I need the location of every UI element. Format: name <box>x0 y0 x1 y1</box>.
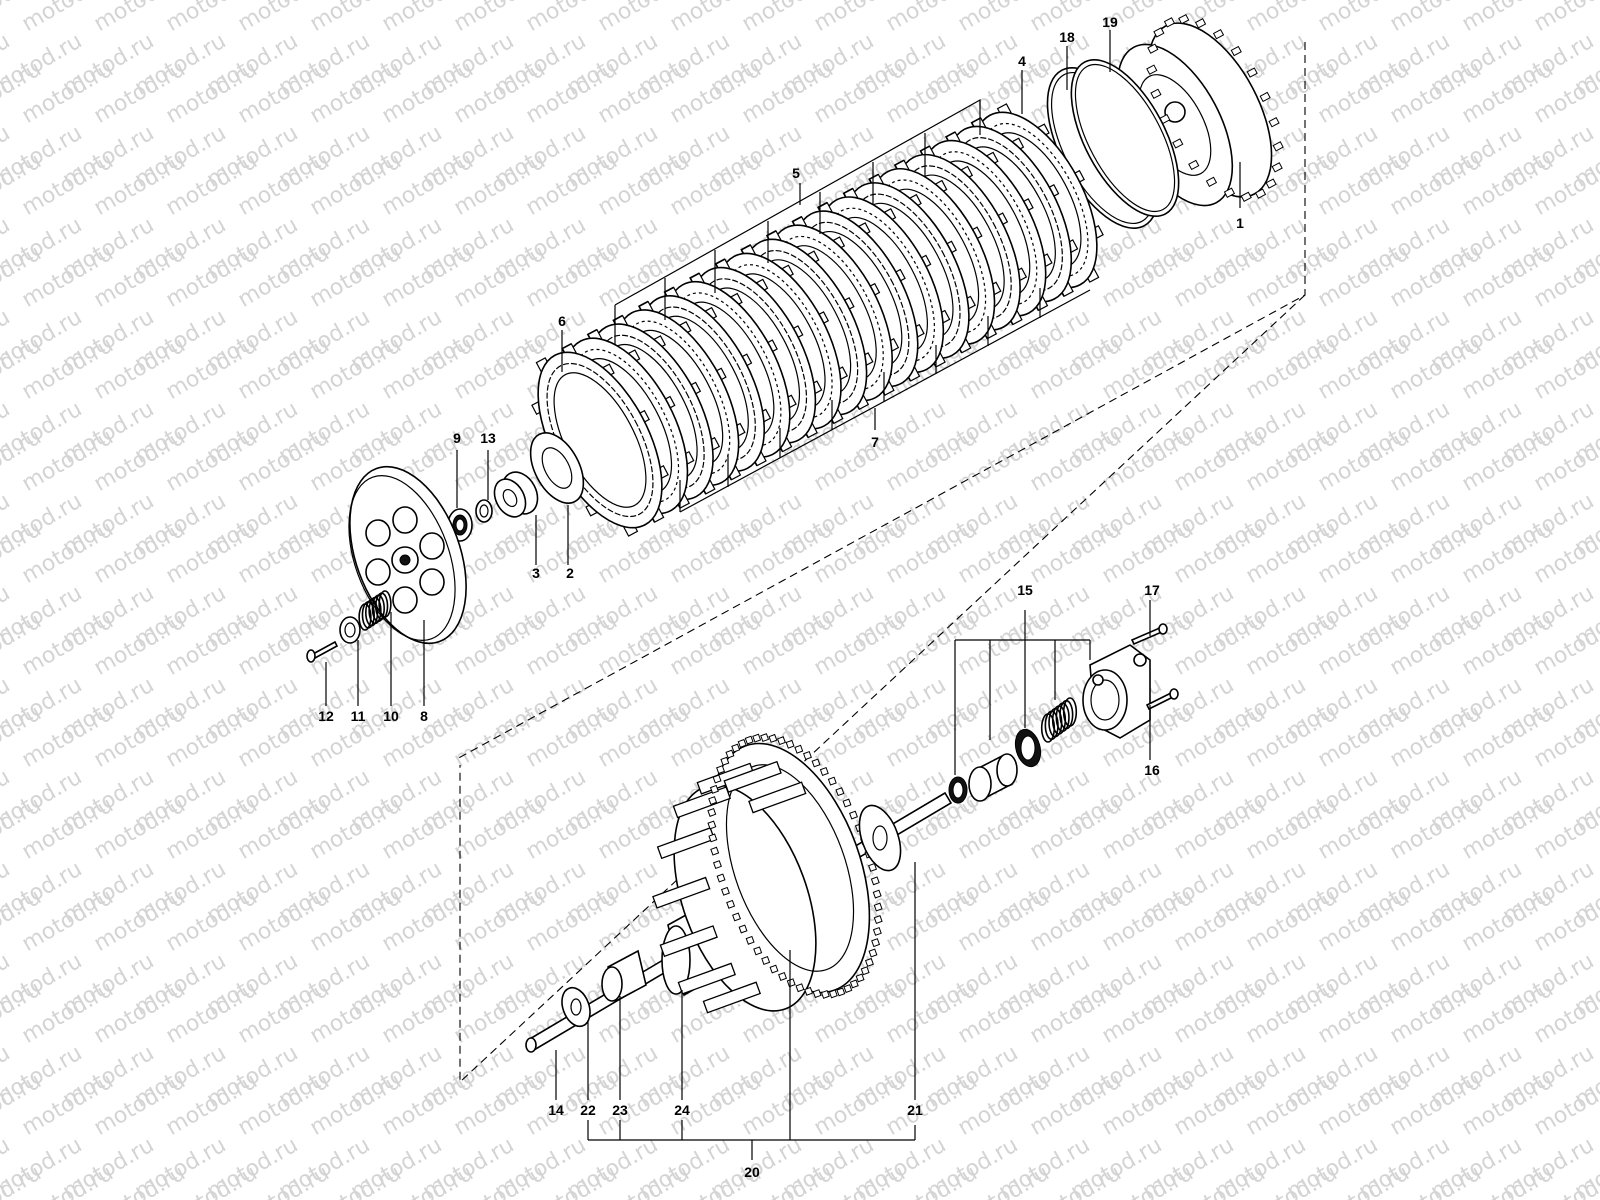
callout-23: 23 <box>612 1102 628 1118</box>
part-15-spring <box>1040 697 1078 743</box>
callout-18: 18 <box>1059 29 1075 45</box>
callout-7: 7 <box>871 434 879 450</box>
part-21-thrust-washer <box>858 804 902 872</box>
slave-cylinder-housing <box>1082 644 1151 739</box>
callout-2: 2 <box>566 565 574 581</box>
assembly-boundary <box>454 42 1306 1084</box>
callout-14: 14 <box>548 1102 564 1118</box>
callout-16: 16 <box>1144 762 1160 778</box>
callout-22: 22 <box>580 1102 596 1118</box>
callout-13: 13 <box>480 430 496 446</box>
callout-6: 6 <box>558 313 566 329</box>
callouts: 1 2 3 4 5 6 7 8 9 10 11 12 13 14 15 16 1… <box>318 14 1244 1180</box>
part-13-bushing <box>475 499 493 523</box>
part-20-clutch-basket <box>652 733 883 1014</box>
part-12-screw <box>306 640 339 663</box>
part-2-spline-washer <box>529 432 585 504</box>
callout-15: 15 <box>1017 582 1033 598</box>
callout-24: 24 <box>674 1102 690 1118</box>
part-19-oring <box>1070 58 1180 218</box>
callout-20: 20 <box>744 1164 760 1180</box>
callout-10: 10 <box>383 708 399 724</box>
callout-5: 5 <box>792 165 800 181</box>
part-15-group <box>948 728 1042 804</box>
part-22-washer <box>561 986 591 1028</box>
callout-1: 1 <box>1236 215 1244 231</box>
callout-4: 4 <box>1018 53 1026 69</box>
callout-11: 11 <box>351 708 366 724</box>
callout-8: 8 <box>420 708 428 724</box>
part-1-clutch-hub <box>1116 14 1284 207</box>
callout-17: 17 <box>1144 582 1160 598</box>
watermark-text: motod.ru <box>1530 0 1600 37</box>
part-17-bolt <box>1130 623 1168 646</box>
part-10-spring <box>358 590 392 631</box>
part-23-spacer <box>601 949 647 1003</box>
callout-21: 21 <box>907 1102 923 1118</box>
callout-19: 19 <box>1102 14 1118 30</box>
callout-3: 3 <box>532 565 540 581</box>
leader-lines <box>325 30 1241 1160</box>
callout-9: 9 <box>453 430 461 446</box>
part-3-nut <box>493 471 539 518</box>
clutch-plate-stack <box>531 103 1104 537</box>
part-16-bolt <box>1145 688 1179 711</box>
clutch-plate <box>531 343 669 537</box>
callout-12: 12 <box>318 708 334 724</box>
watermark-text: motod.ru <box>1571 0 1600 9</box>
part-11-spring-cup <box>339 616 361 644</box>
